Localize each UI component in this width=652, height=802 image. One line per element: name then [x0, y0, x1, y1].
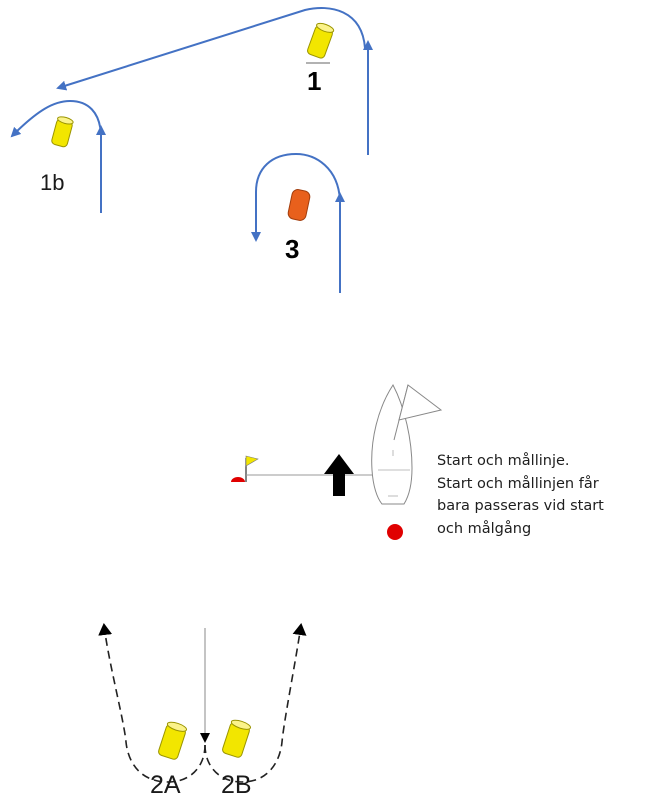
start-line-description-line: Start och mållinjen får: [437, 475, 599, 492]
committee-boat-buoy-icon: [387, 524, 403, 540]
start-line-description-line: och målgång: [437, 520, 532, 537]
course-path-around-mark-1b: [10, 99, 106, 213]
course-path-from-mark-3-to-gate: [200, 628, 210, 743]
start-line-description-line: Start och mållinje.: [437, 453, 570, 469]
gate-2b-rounding-path: [204, 623, 307, 783]
gate-2a-rounding-path: [98, 623, 206, 783]
start-line-description: Start och mållinje. Start och mållinjen …: [437, 450, 647, 540]
start-line-description-line: bara passeras vid start: [437, 498, 604, 514]
start-direction-arrow-icon: [324, 454, 354, 496]
mark-1-label: 1: [307, 66, 321, 96]
mark-1b-label: 1b: [40, 170, 64, 195]
committee-boat-icon: [371, 384, 443, 505]
mark-3-label: 3: [285, 234, 299, 264]
buoy-1b-icon: [51, 116, 74, 148]
start-pin-buoy-icon: [231, 455, 259, 482]
mark-2b-label: 2B: [221, 771, 252, 799]
buoy-2a-icon: [158, 721, 188, 760]
buoy-1-icon: [306, 22, 335, 64]
course-path-around-mark-3: [251, 152, 345, 293]
mark-2a-label: 2A: [150, 771, 181, 799]
buoy-2b-icon: [222, 719, 252, 758]
course-path-mark-1-to-mark-1b: [56, 7, 366, 91]
buoy-3-icon: [287, 189, 311, 221]
